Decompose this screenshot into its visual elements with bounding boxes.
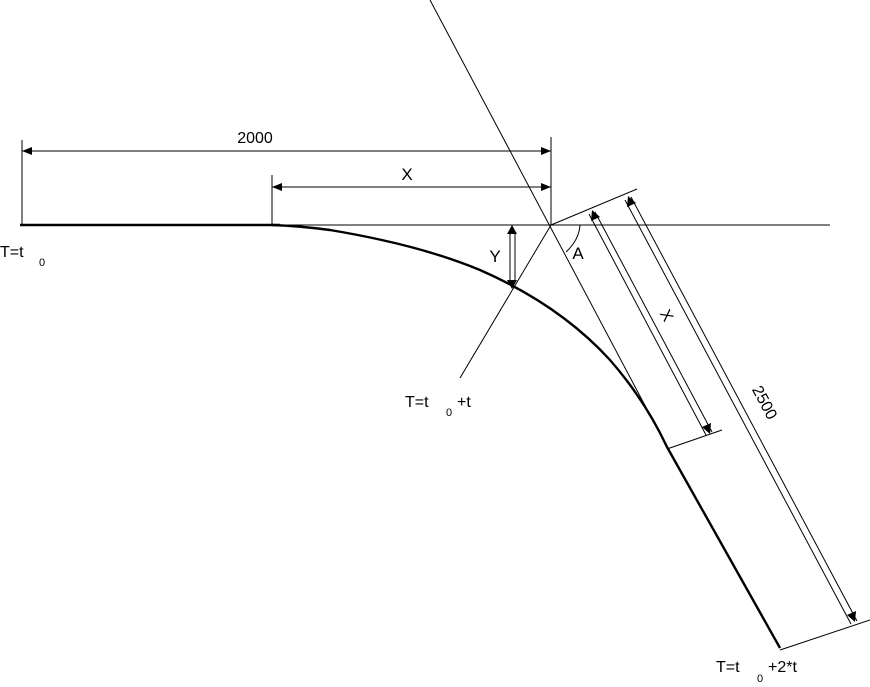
- label-t-mid: T=t 0 +t: [405, 394, 471, 419]
- arrowhead-icon: [507, 280, 517, 289]
- arrowhead-icon: [702, 423, 711, 434]
- extension-line-end: [779, 619, 870, 651]
- arrowhead-icon: [272, 183, 282, 191]
- svg-text:+2*t: +2*t: [768, 659, 797, 676]
- svg-text:T=t: T=t: [716, 659, 740, 676]
- extension-line-mid: [666, 429, 723, 450]
- angle-label-a: A: [572, 244, 584, 263]
- svg-text:0: 0: [39, 257, 45, 269]
- dimension-label-x: X: [401, 165, 412, 184]
- label-t-end: T=t 0 +2*t: [716, 659, 797, 685]
- perpendicular-line-vertex: [550, 188, 638, 226]
- dimension-label-2000: 2000: [237, 130, 273, 147]
- svg-text:0: 0: [446, 407, 452, 419]
- arrowhead-icon: [541, 147, 551, 155]
- leader-line-t-mid: [459, 224, 552, 379]
- label-t-start: T=t 0: [0, 244, 45, 269]
- arrowhead-icon: [847, 611, 856, 622]
- svg-text:0: 0: [757, 673, 763, 685]
- arrowhead-icon: [507, 225, 517, 234]
- arrowhead-icon: [591, 210, 600, 221]
- svg-text:+t: +t: [457, 394, 471, 411]
- trajectory-curve: [271, 223, 782, 649]
- arrowhead-icon: [541, 183, 551, 191]
- arrowhead-icon: [22, 147, 32, 155]
- arrowhead-icon: [627, 196, 636, 207]
- dimension-line-2500: [624, 199, 852, 625]
- dimension-label-2500: 2500: [748, 383, 780, 422]
- angle-arc: [565, 224, 581, 253]
- tangent-line-to-mid: [429, 0, 668, 448]
- svg-text:T=t: T=t: [0, 244, 24, 261]
- dimension-label-y: Y: [489, 247, 500, 266]
- svg-text:T=t: T=t: [405, 394, 429, 411]
- dimension-label-x-slope: X: [656, 307, 676, 325]
- dimension-line-x-slope: [588, 213, 707, 436]
